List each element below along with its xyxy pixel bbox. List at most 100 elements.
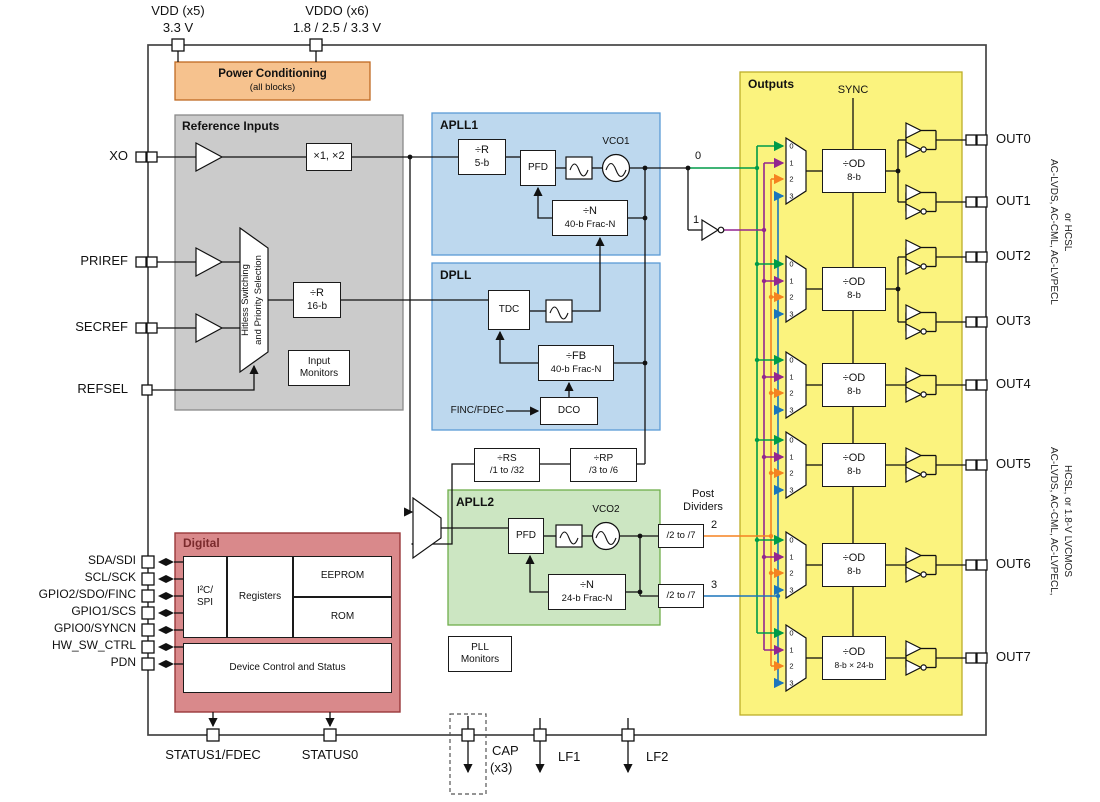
svg-text:3: 3 bbox=[789, 310, 793, 319]
od3-line1: ÷OD bbox=[842, 452, 866, 465]
gpio0-label: GPIO0/SYNCN bbox=[53, 621, 136, 635]
refsel-pin-label: REFSEL bbox=[77, 381, 128, 396]
outputs-title: Outputs bbox=[748, 77, 794, 91]
vddo-voltage: 1.8 / 2.5 / 3.3 V bbox=[292, 20, 382, 35]
apll2-n-divider-line1: ÷N bbox=[580, 579, 594, 592]
vdd-voltage: 3.3 V bbox=[162, 20, 194, 35]
analog-shapes bbox=[195, 142, 725, 560]
device-control-box: Device Control and Status bbox=[183, 643, 392, 693]
od-divider-4-box: ÷OD 8-b bbox=[822, 543, 886, 587]
gpio2-pin bbox=[141, 589, 155, 603]
od1-line2: 8-b bbox=[847, 289, 861, 301]
finc-fdec-label: FINC/FDEC bbox=[450, 405, 504, 416]
rom-box: ROM bbox=[293, 597, 392, 638]
i2c-spi-box: I²C/ SPI bbox=[183, 556, 227, 638]
svg-text:1: 1 bbox=[789, 373, 793, 382]
svg-text:2: 2 bbox=[789, 662, 793, 671]
gpio0-pin bbox=[141, 623, 155, 637]
pll-monitors-line1: PLL bbox=[471, 641, 489, 653]
net2-label: 2 bbox=[710, 519, 718, 531]
status0-label: STATUS0 bbox=[301, 747, 359, 762]
secref-pin bbox=[135, 322, 158, 334]
cap-pin bbox=[461, 728, 475, 742]
gpio0-direction-icon bbox=[158, 626, 174, 634]
reference-select-mux-label-line2: and Priority Selection bbox=[252, 255, 264, 345]
net1-inverter bbox=[701, 218, 720, 242]
svg-text:0: 0 bbox=[789, 356, 793, 365]
gpio2-direction-icon bbox=[158, 592, 174, 600]
hw-sw-ctrl-pin bbox=[141, 640, 155, 654]
od5-line2: 8-b × 24-b bbox=[834, 659, 874, 670]
od4-line1: ÷OD bbox=[842, 552, 866, 565]
reference-inputs-title: Reference Inputs bbox=[182, 119, 280, 133]
rs-divider-line2: /1 to /32 bbox=[489, 465, 525, 477]
svg-text:3: 3 bbox=[789, 679, 793, 688]
out5-label: OUT5 bbox=[996, 456, 1031, 471]
apll1-n-divider-line1: ÷N bbox=[583, 205, 597, 218]
sync-label: SYNC bbox=[837, 84, 869, 96]
r16-divider-line1: ÷R bbox=[310, 286, 324, 299]
priref-pin bbox=[135, 256, 158, 268]
apll1-r-divider-line1: ÷R bbox=[475, 143, 489, 156]
reference-select-mux bbox=[239, 226, 269, 374]
od-divider-5-box: ÷OD 8-b × 24-b bbox=[822, 636, 886, 680]
lf2-pin bbox=[621, 728, 635, 742]
scl-sck-label: SCL/SCK bbox=[84, 570, 136, 584]
pll-monitors-box: PLL Monitors bbox=[448, 636, 512, 672]
post-divider2-box: /2 to /7 bbox=[658, 584, 704, 608]
apll2-reference-mux bbox=[412, 496, 442, 560]
dpll-fb-divider-line1: ÷FB bbox=[565, 350, 587, 363]
net3-label: 3 bbox=[710, 579, 718, 591]
rp-divider-line1: ÷RP bbox=[593, 452, 614, 464]
svg-text:1: 1 bbox=[789, 159, 793, 168]
svg-text:3: 3 bbox=[789, 406, 793, 415]
svg-text:0: 0 bbox=[789, 260, 793, 269]
od-divider-2-box: ÷OD 8-b bbox=[822, 363, 886, 407]
apll2-pfd-box: PFD bbox=[508, 518, 544, 554]
svg-text:0: 0 bbox=[789, 142, 793, 151]
svg-text:1: 1 bbox=[789, 277, 793, 286]
output-type-label-top-line2: or HCSL bbox=[1062, 212, 1073, 252]
scl-sck-pin bbox=[141, 572, 155, 586]
dpll-loop-filter-icon bbox=[545, 299, 573, 323]
post-divider1-box: /2 to /7 bbox=[658, 524, 704, 548]
svg-text:0: 0 bbox=[789, 629, 793, 638]
apll1-pfd-box: PFD bbox=[520, 150, 556, 186]
sda-sdi-direction-icon bbox=[158, 558, 174, 566]
post-dividers-label: Post Dividers bbox=[664, 488, 742, 513]
rs-divider-box: ÷RS /1 to /32 bbox=[474, 448, 540, 482]
od3-line2: 8-b bbox=[847, 465, 861, 477]
apll1-n-divider-line2: 40-b Frac-N bbox=[564, 218, 616, 230]
status0-pin bbox=[323, 728, 337, 742]
apll1-r-divider-box: ÷R 5-b bbox=[458, 139, 506, 175]
apll2-n-divider-box: ÷N 24-b Frac-N bbox=[548, 574, 626, 610]
secref-pin-label: SECREF bbox=[75, 319, 128, 334]
od5-line1: ÷OD bbox=[842, 645, 866, 658]
pdn-label: PDN bbox=[110, 655, 136, 669]
apll2-title: APLL2 bbox=[456, 495, 495, 509]
xo-pin bbox=[135, 151, 158, 163]
out3-label: OUT3 bbox=[996, 313, 1031, 328]
svg-text:0: 0 bbox=[789, 436, 793, 445]
lf2-label: LF2 bbox=[646, 749, 669, 764]
od-divider-1-box: ÷OD 8-b bbox=[822, 267, 886, 311]
apll2-loop-filter-icon bbox=[555, 524, 583, 548]
net1-inverter-bubble bbox=[717, 226, 725, 234]
out4-label: OUT4 bbox=[996, 376, 1031, 391]
xo-multiplier-box: ×1, ×2 bbox=[306, 143, 352, 171]
vco2-label: VCO2 bbox=[592, 504, 620, 515]
svg-text:3: 3 bbox=[789, 192, 793, 201]
svg-text:1: 1 bbox=[789, 553, 793, 562]
net0-label: 0 bbox=[694, 150, 702, 162]
dpll-fb-divider-line2: 40-b Frac-N bbox=[550, 363, 602, 375]
out0-label: OUT0 bbox=[996, 131, 1031, 146]
od-divider-0-box: ÷OD 8-b bbox=[822, 149, 886, 193]
status1-pin bbox=[206, 728, 220, 742]
output-type-label-bottom-line1: AC-LVDS, AC-CML, AC-LVPECL, bbox=[1048, 446, 1059, 596]
pdn-pin bbox=[141, 657, 155, 671]
svg-text:3: 3 bbox=[789, 586, 793, 595]
input-monitors-line2: Monitors bbox=[299, 368, 339, 379]
od0-line2: 8-b bbox=[847, 171, 861, 183]
vco1-label: VCO1 bbox=[602, 136, 630, 147]
